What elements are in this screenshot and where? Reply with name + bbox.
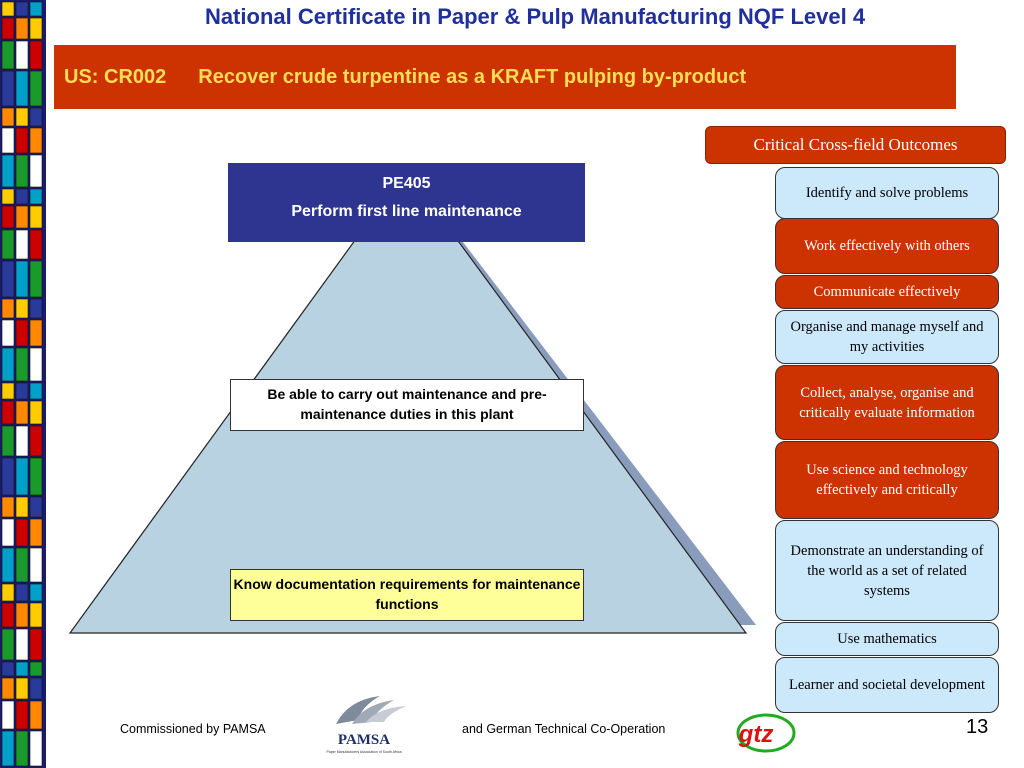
cco-item: Demonstrate an understanding of the worl… — [775, 520, 999, 621]
page-number: 13 — [966, 716, 989, 738]
pamsa-logo: PAMSA Paper Manufacturers Association of… — [326, 696, 406, 754]
cco-item: Use mathematics — [775, 622, 999, 656]
pyramid-middle-box: Be able to carry out maintenance and pre… — [230, 379, 584, 431]
cco-item: Learner and societal development — [775, 657, 999, 713]
cco-item: Work effectively with others — [775, 218, 999, 274]
decorative-left-strip — [0, 0, 46, 768]
unit-standard-title: Recover crude turpentine as a KRAFT pulp… — [198, 65, 747, 88]
gtz-logo: gtz — [736, 713, 796, 753]
commissioned-by-text: Commissioned by PAMSA — [120, 722, 266, 736]
unit-standard-code: US: CR002 — [64, 65, 167, 88]
pyramid-top-box: PE405 Perform first line maintenance — [228, 163, 585, 242]
cco-item: Collect, analyse, organise and criticall… — [775, 365, 999, 440]
pyramid-bottom-box: Know documentation requirements for main… — [230, 569, 584, 621]
cco-item: Identify and solve problems — [775, 167, 999, 219]
cco-item: Organise and manage myself and my activi… — [775, 310, 999, 364]
pe-title: Perform first line maintenance — [291, 203, 522, 220]
unit-standard-banner: US: CR002 Recover crude turpentine as a … — [54, 45, 956, 109]
pyramid-diagram — [68, 168, 756, 634]
partner-text: and German Technical Co-Operation — [462, 722, 666, 736]
cco-header: Critical Cross-field Outcomes — [705, 126, 1006, 164]
pamsa-logo-text: PAMSA — [338, 732, 390, 748]
pe-code: PE405 — [382, 175, 431, 192]
gtz-logo-text: gtz — [738, 721, 774, 748]
cco-item: Use science and technology effectively a… — [775, 441, 999, 519]
pamsa-logo-subtext: Paper Manufacturers Association of South… — [326, 750, 401, 754]
cco-item: Communicate effectively — [775, 275, 999, 309]
page-title: National Certificate in Paper & Pulp Man… — [204, 4, 866, 29]
